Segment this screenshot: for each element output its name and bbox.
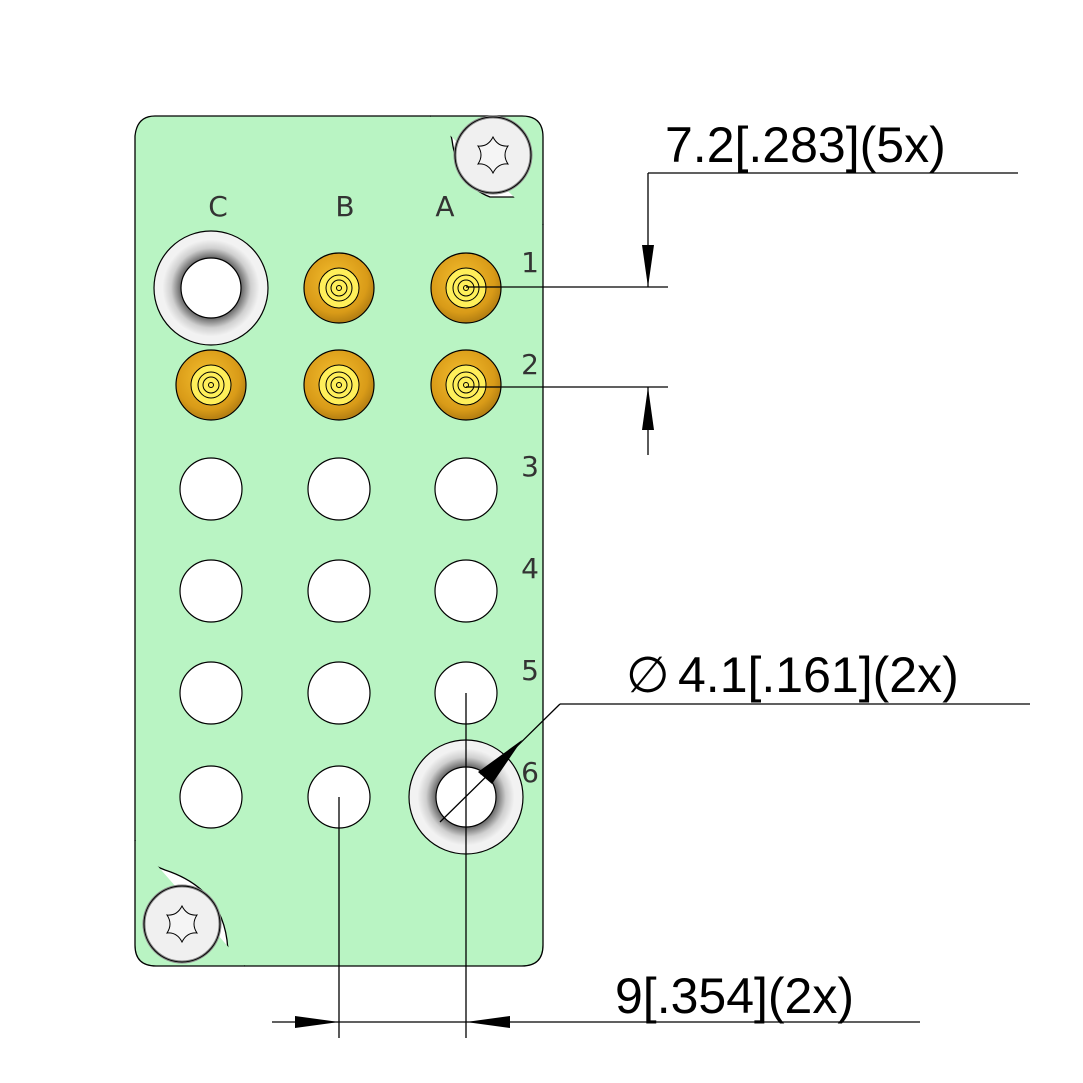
- cavity-c3-hole: [179, 457, 243, 521]
- contact-pin: [318, 267, 360, 309]
- row-label-6: 6: [521, 756, 539, 789]
- empty-hole: [434, 559, 498, 623]
- row-label-1: 1: [521, 246, 539, 279]
- empty-hole: [307, 559, 371, 623]
- row-label-2: 2: [521, 348, 539, 381]
- cavity-grid: [153, 230, 524, 855]
- empty-hole: [307, 661, 371, 725]
- column-label-b: B: [335, 190, 354, 223]
- cavity-a4-hole: [434, 559, 498, 623]
- empty-hole: [179, 765, 243, 829]
- diameter-symbol: ∅: [626, 646, 670, 704]
- contact-pin: [190, 364, 232, 406]
- cavity-c1-grommet: [153, 230, 269, 346]
- cavity-a1-contact: [430, 252, 502, 324]
- dimension-hole-diameter: ∅ 4.1[.161](2x): [439, 646, 1030, 823]
- cavity-c5-hole: [179, 661, 243, 725]
- cavity-b5-hole: [307, 661, 371, 725]
- torx-screw-top: [453, 115, 533, 195]
- cavity-a2-contact: [430, 349, 502, 421]
- column-label-a: A: [435, 190, 454, 223]
- cavity-c4-hole: [179, 559, 243, 623]
- cavity-b4-hole: [307, 559, 371, 623]
- empty-hole: [179, 559, 243, 623]
- empty-hole: [434, 457, 498, 521]
- torx-icon: [476, 135, 510, 175]
- empty-hole: [179, 457, 243, 521]
- dimension-horizontal-pitch: 9[.354](2x): [272, 693, 920, 1038]
- cavity-b2-contact: [303, 349, 375, 421]
- torx-screw-bottom: [142, 884, 222, 964]
- dimension-vertical-pitch: 7.2[.283](5x): [466, 117, 1018, 455]
- dimension-text: 9[.354](2x): [615, 968, 854, 1024]
- contact-pin: [445, 364, 487, 406]
- dimension-text: 7.2[.283](5x): [665, 117, 946, 173]
- cavity-b3-hole: [307, 457, 371, 521]
- contact-pin: [318, 364, 360, 406]
- torx-icon: [165, 904, 199, 944]
- cavity-b1-contact: [303, 252, 375, 324]
- cavity-c6-hole: [179, 765, 243, 829]
- contact-pin: [445, 267, 487, 309]
- row-label-3: 3: [521, 450, 539, 483]
- cavity-c2-contact: [175, 349, 247, 421]
- row-label-5: 5: [521, 654, 539, 687]
- dimension-text: 4.1[.161](2x): [678, 647, 959, 703]
- empty-hole: [307, 457, 371, 521]
- row-label-4: 4: [521, 552, 539, 585]
- empty-hole: [179, 661, 243, 725]
- grommet-hole: [180, 257, 242, 319]
- cavity-a3-hole: [434, 457, 498, 521]
- column-label-c: C: [208, 190, 228, 223]
